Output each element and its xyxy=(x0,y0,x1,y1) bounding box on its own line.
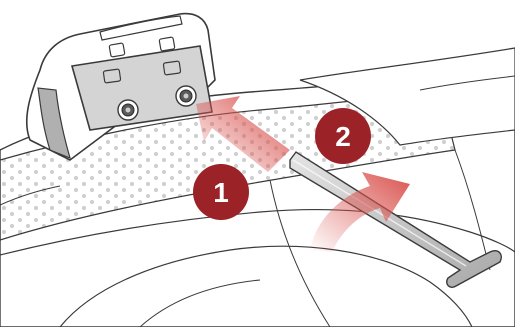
step-1-label: 1 xyxy=(213,177,229,208)
step-2-label: 2 xyxy=(335,121,351,152)
step-1-badge: 1 xyxy=(193,164,249,220)
screw-right xyxy=(176,86,196,106)
screw-left xyxy=(118,100,138,120)
step-2-badge: 2 xyxy=(315,108,371,164)
